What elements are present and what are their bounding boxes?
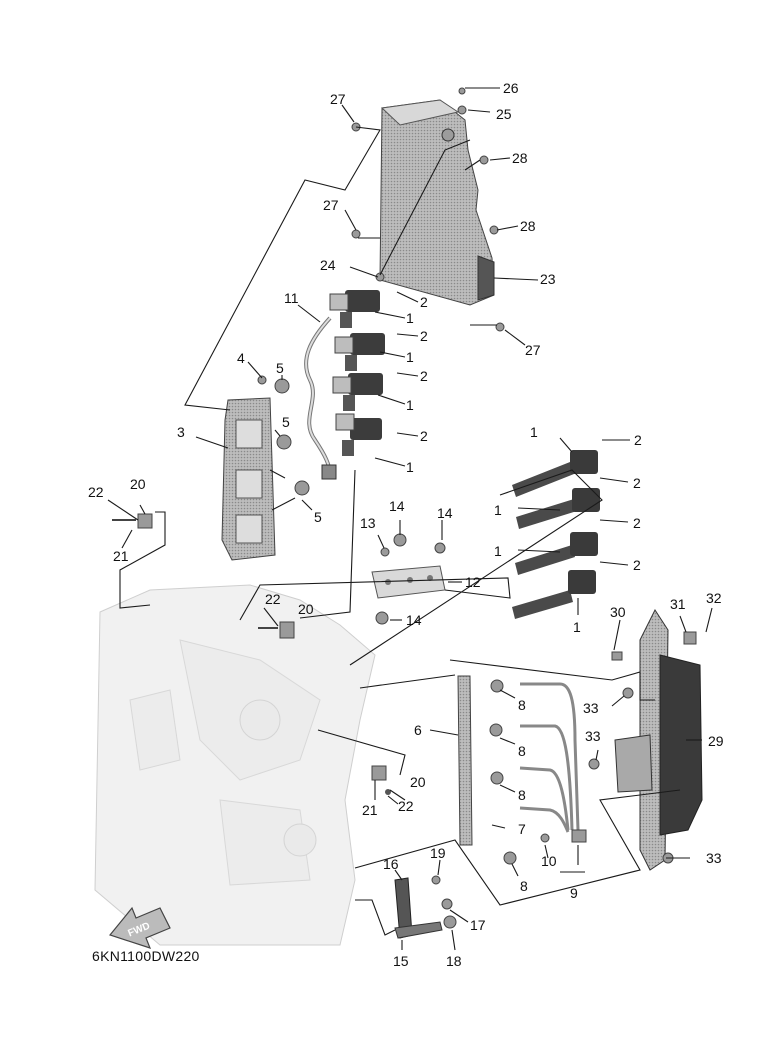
callout-19: 19: [430, 845, 446, 861]
callout-23: 23: [540, 271, 556, 287]
bolt-4: [257, 375, 267, 385]
callout-33: 33: [585, 728, 601, 744]
callout-14: 14: [437, 505, 453, 521]
callout-18: 18: [446, 953, 462, 969]
callout-22: 22: [88, 484, 104, 500]
callout-8: 8: [518, 787, 526, 803]
callout-12: 12: [465, 574, 481, 590]
callout-3: 3: [177, 424, 185, 440]
callout-21: 21: [362, 802, 378, 818]
callout-numbers: 27 26 25 28 27 28 24 23 27 11 2 1 2 1 2 …: [88, 80, 724, 969]
callout-1: 1: [406, 310, 414, 326]
fuel-rail-6: [457, 675, 587, 865]
ignition-coil-upper-group: [329, 290, 385, 456]
hardware-top: [351, 87, 505, 332]
coil-2: [334, 333, 385, 371]
callout-1: 1: [494, 502, 502, 518]
callout-22: 22: [265, 591, 281, 607]
callout-11: 11: [284, 290, 299, 306]
ignition-coil-cover: [379, 99, 495, 306]
sensor-20-upper: [112, 513, 153, 529]
sensor-20-lower: [371, 765, 391, 795]
callout-2: 2: [633, 557, 641, 573]
callout-8: 8: [520, 878, 528, 894]
callout-13: 13: [360, 515, 376, 531]
callout-30: 30: [610, 604, 626, 620]
callout-1: 1: [573, 619, 581, 635]
callout-17: 17: [470, 917, 486, 933]
callout-5: 5: [276, 360, 284, 376]
callout-28: 28: [512, 150, 528, 166]
fwd-arrow-icon: FWD: [108, 906, 171, 949]
callout-20: 20: [130, 476, 146, 492]
leader-lines: [107, 87, 713, 951]
callout-1: 1: [494, 543, 502, 559]
diagram-code: 6KN1100DW220: [92, 948, 200, 964]
callout-1: 1: [530, 424, 538, 440]
callout-2: 2: [634, 432, 642, 448]
callout-2: 2: [420, 428, 428, 444]
callout-20: 20: [298, 601, 314, 617]
callout-5: 5: [282, 414, 290, 430]
callout-31: 31: [670, 596, 686, 612]
callout-22: 22: [398, 798, 414, 814]
callout-29: 29: [708, 733, 724, 749]
callout-21: 21: [113, 548, 129, 564]
coil-1: [329, 290, 380, 328]
callout-7: 7: [518, 821, 526, 837]
callout-8: 8: [518, 697, 526, 713]
callout-26: 26: [503, 80, 519, 96]
callout-16: 16: [383, 856, 399, 872]
callout-2: 2: [420, 294, 428, 310]
callout-32: 32: [706, 590, 722, 606]
callout-6: 6: [414, 722, 422, 738]
callout-5: 5: [314, 509, 322, 525]
callout-27: 27: [323, 197, 339, 213]
callout-1: 1: [406, 349, 414, 365]
electrical-box-29: [588, 608, 703, 871]
callout-25: 25: [496, 106, 512, 122]
coil-3: [332, 373, 383, 411]
bracket-12: [371, 533, 446, 625]
callout-2: 2: [633, 515, 641, 531]
callout-20: 20: [410, 774, 426, 790]
sensor-20-mid: [258, 621, 295, 639]
callout-33: 33: [706, 850, 722, 866]
callout-27: 27: [330, 91, 346, 107]
callout-9: 9: [570, 885, 578, 901]
callout-33: 33: [583, 700, 599, 716]
callout-2: 2: [420, 328, 428, 344]
callout-27: 27: [525, 342, 541, 358]
grommets-5: [274, 378, 310, 496]
callout-15: 15: [393, 953, 409, 969]
callout-14: 14: [406, 612, 422, 628]
engine-block-ghost: [94, 584, 376, 946]
ignition-coil-right-group: [512, 450, 600, 619]
bracket-3: [221, 397, 276, 561]
callout-1: 1: [406, 459, 414, 475]
callout-28: 28: [520, 218, 536, 234]
callout-14: 14: [389, 498, 405, 514]
callout-10: 10: [541, 853, 557, 869]
coil-4: [335, 413, 382, 456]
callout-4: 4: [237, 350, 245, 366]
callout-8: 8: [518, 743, 526, 759]
wire-harness: [304, 316, 337, 480]
callout-24: 24: [320, 257, 336, 273]
callout-2: 2: [633, 475, 641, 491]
callout-2: 2: [420, 368, 428, 384]
callout-1: 1: [406, 397, 414, 413]
sensor-bracket-15: [394, 875, 457, 939]
